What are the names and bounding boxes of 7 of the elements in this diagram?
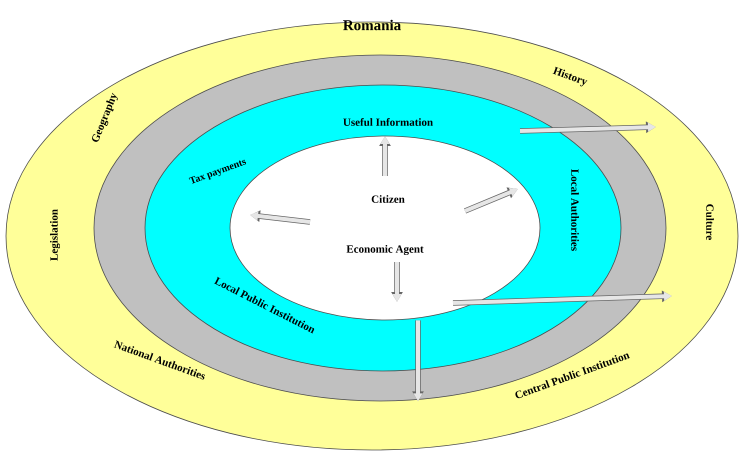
ring-label: Citizen: [372, 195, 405, 203]
ring-label: Economic Agent: [346, 244, 424, 256]
ring-label: Culture: [706, 204, 714, 240]
ring-label: Legislation: [50, 209, 60, 261]
ring-label: Local Authorities: [571, 169, 579, 251]
ring-label: Romania: [343, 20, 401, 30]
ring-label: Useful Information: [343, 118, 433, 126]
